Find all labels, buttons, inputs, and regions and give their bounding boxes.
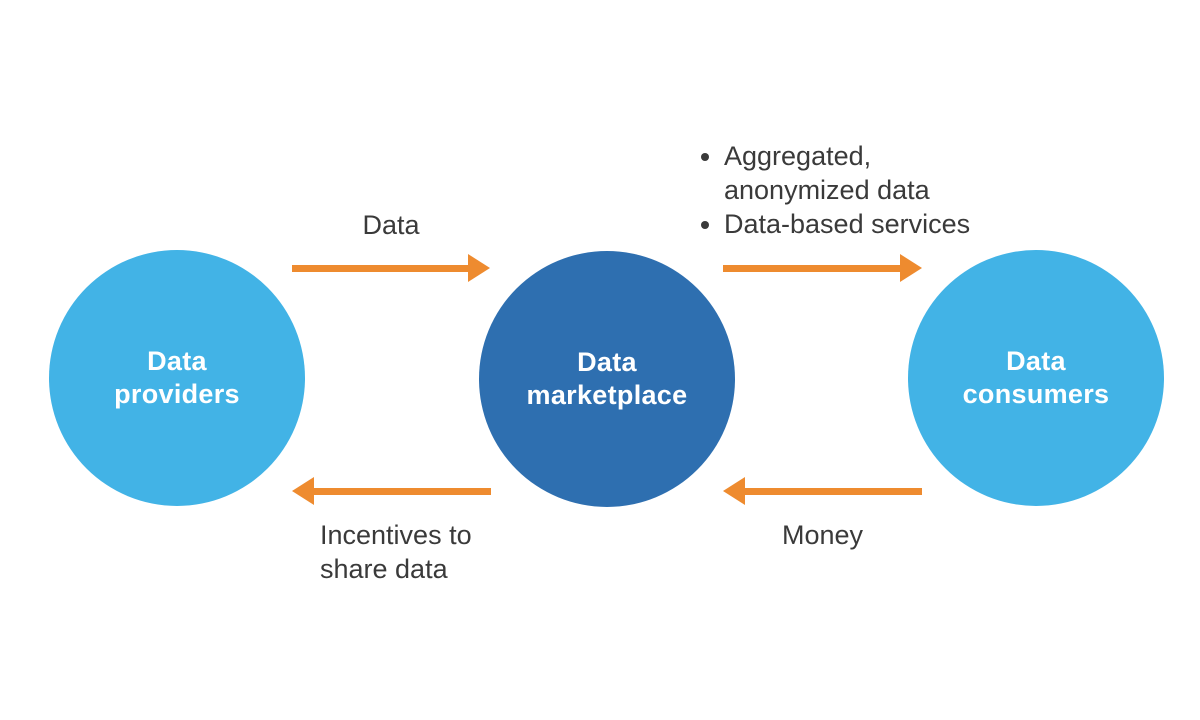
- arrowhead-left-icon: [723, 477, 745, 505]
- node-label-line: providers: [114, 379, 240, 409]
- flow-label-money: Money: [781, 520, 864, 550]
- node-data-marketplace: Data marketplace: [479, 251, 735, 507]
- node-data-providers-label: Data providers: [114, 345, 240, 411]
- bullet-item: Data-based services: [724, 207, 984, 241]
- arrowhead-right-icon: [900, 254, 922, 282]
- node-data-providers: Data providers: [49, 250, 305, 506]
- node-label-line: Data: [147, 346, 207, 376]
- arrow-shaft: [292, 264, 468, 272]
- bullet-item: Aggregated, anonymized data: [724, 139, 984, 207]
- node-data-consumers-label: Data consumers: [963, 345, 1110, 411]
- flow-label-data: Data: [362, 210, 420, 240]
- arrowhead-right-icon: [468, 254, 490, 282]
- node-label-line: marketplace: [526, 380, 688, 410]
- node-label-line: Data: [1006, 346, 1066, 376]
- arrow-shaft: [745, 487, 922, 495]
- arrow-shaft: [314, 487, 491, 495]
- arrow-data-right: [292, 254, 490, 282]
- node-data-consumers: Data consumers: [908, 250, 1164, 506]
- arrow-shaft: [723, 264, 900, 272]
- node-label-line: consumers: [962, 379, 1110, 409]
- node-label-line: Data: [577, 347, 637, 377]
- node-data-marketplace-label: Data marketplace: [527, 346, 688, 412]
- arrow-money-left: [723, 477, 922, 505]
- arrow-services-right: [723, 254, 922, 282]
- flow-label-incentives: Incentives to share data: [320, 520, 472, 584]
- flow-label-services-list: Aggregated, anonymized data Data-based s…: [698, 139, 984, 241]
- arrow-incentives-left: [292, 477, 491, 505]
- arrowhead-left-icon: [292, 477, 314, 505]
